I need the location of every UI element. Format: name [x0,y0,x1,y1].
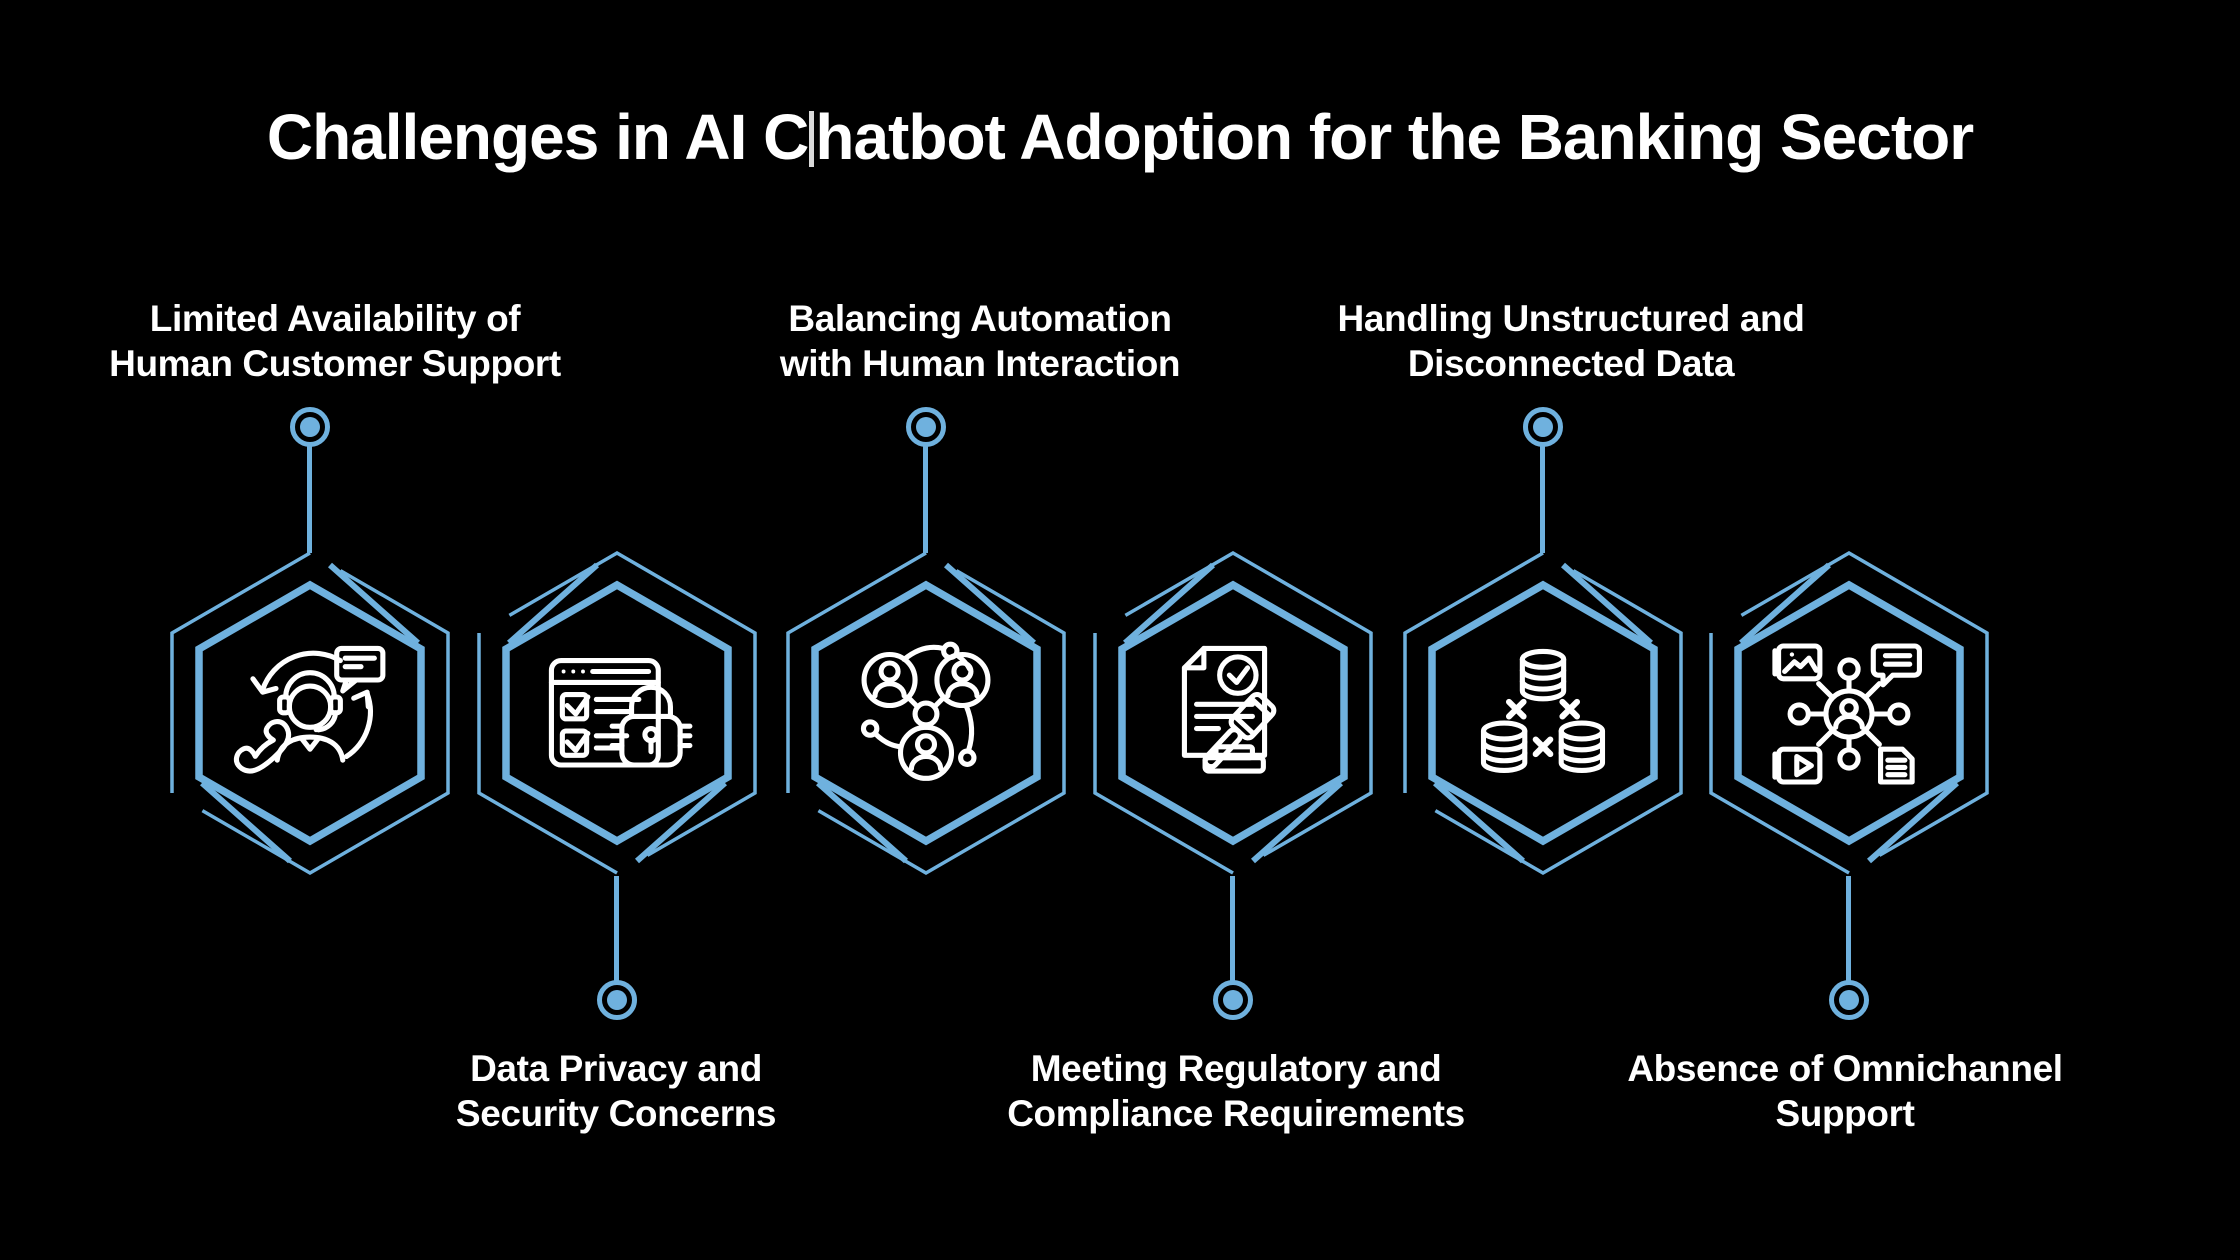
title-text-after: hatbot Adoption for the Banking Sector [815,101,1974,173]
connector-dot [290,407,330,447]
challenge-label: Handling Unstructured and Disconnected D… [1251,296,1891,386]
connector-dot-core [916,417,936,437]
title-text-before: Challenges in AI C [266,101,809,173]
label-line-1: Absence of Omnichannel [1627,1048,2063,1089]
connector-dot [1523,407,1563,447]
connector-dot [1213,980,1253,1020]
challenge-label: Limited Availability of Human Customer S… [15,296,655,386]
label-line-2: Human Customer Support [109,343,561,384]
label-line-1: Meeting Regulatory and [1030,1048,1442,1089]
challenge-label: Balancing Automation with Human Interact… [660,296,1300,386]
connector-line [307,427,312,553]
privacy-lock-icon [548,658,693,768]
challenge-label: Data Privacy and Security Concerns [296,1046,936,1136]
connector-dot-core [607,990,627,1010]
label-line-1: Data Privacy and [470,1048,762,1089]
label-line-1: Balancing Automation [788,298,1172,339]
challenge-label: Meeting Regulatory and Compliance Requir… [916,1046,1556,1136]
connector-line [923,427,928,553]
label-line-2: Support [1775,1093,1915,1134]
connector-line [614,876,619,1002]
connector-line [1846,876,1851,1002]
connector-dot [597,980,637,1020]
label-line-2: with Human Interaction [779,343,1181,384]
people-network-icon [860,641,991,781]
connector-dot [1829,980,1869,1020]
disconnected-data-icon [1480,648,1606,774]
regulatory-gavel-icon [1181,645,1277,774]
connector-dot-core [1533,417,1553,437]
label-line-2: Disconnected Data [1407,343,1735,384]
challenge-label: Absence of Omnichannel Support [1525,1046,2165,1136]
connector-line [1540,427,1545,553]
label-line-1: Handling Unstructured and [1337,298,1805,339]
label-line-2: Compliance Requirements [1007,1093,1465,1134]
text-cursor [809,111,815,167]
omnichannel-icon [1772,643,1922,785]
connector-line [1230,876,1235,1002]
label-line-1: Limited Availability of [149,298,521,339]
connector-dot [906,407,946,447]
customer-support-icon [233,645,386,774]
connector-dot-core [1839,990,1859,1010]
connector-dot-core [300,417,320,437]
connector-dot-core [1223,990,1243,1010]
label-line-2: Security Concerns [455,1093,777,1134]
